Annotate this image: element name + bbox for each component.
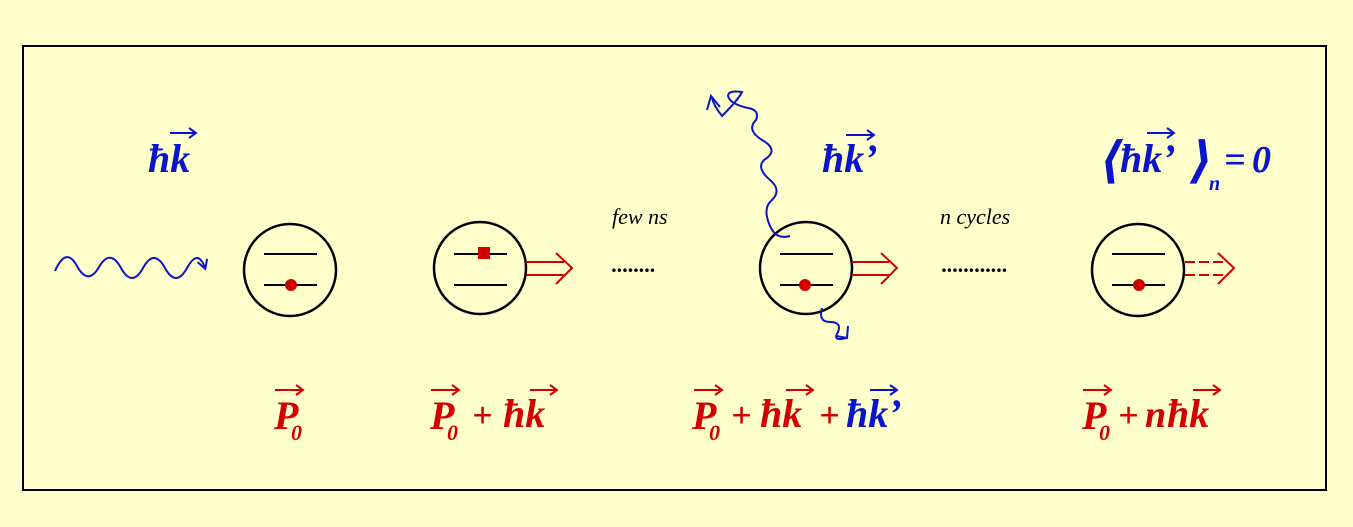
- atom-3-electron: [799, 279, 811, 291]
- atom-2-electron: [478, 247, 490, 259]
- atom-2-circle: [432, 220, 528, 316]
- p0-symbol: P: [1081, 393, 1107, 438]
- hk-prime-term: ħk’: [846, 391, 902, 436]
- p0-symbol: P: [273, 393, 299, 438]
- atom-2: [432, 220, 574, 316]
- average-open-bracket: ⟨: [1100, 132, 1124, 188]
- atom-4-electron: [1133, 279, 1145, 291]
- atom-1-electron: [285, 279, 297, 291]
- plus-sign-1: +: [731, 395, 752, 435]
- momentum-label-4: P 0 + n ħk: [1081, 384, 1222, 445]
- atom-1-circle: [242, 222, 338, 318]
- plus-sign-2: +: [819, 395, 840, 435]
- atom-4-recoil-arrow: [1185, 252, 1236, 285]
- dots-right: ............: [942, 252, 1008, 277]
- emitted-photon-label: ħk’: [822, 129, 878, 181]
- average-subscript: n: [1209, 173, 1220, 195]
- p0-symbol: P: [691, 393, 717, 438]
- momentum-label-2: P 0 + ħk: [429, 384, 559, 445]
- plus-sign: +: [1118, 395, 1139, 435]
- atom-4: [1090, 222, 1236, 318]
- emitted-photon-wave-down: [820, 307, 847, 341]
- average-momentum-label: ⟨ ħk’ ⟩ n = 0: [1100, 127, 1271, 195]
- emitted-photon-text: ħk’: [822, 136, 878, 181]
- vector-arrow-head: [188, 127, 198, 139]
- atom-3-recoil-arrow: [852, 252, 899, 285]
- emitted-photon-wave-up: [711, 90, 791, 238]
- n-cycles-note: n cycles: [940, 204, 1010, 229]
- average-body: ħk’: [1120, 136, 1176, 181]
- atom-2-recoil-arrow: [526, 252, 574, 285]
- average-close-bracket: ⟩: [1189, 132, 1213, 188]
- atom-3-circle: [758, 220, 854, 316]
- momentum-label-1: P 0: [273, 384, 305, 445]
- hk-term: ħk: [760, 391, 802, 436]
- incoming-photon-label: ħk: [148, 127, 198, 181]
- atom-1: [242, 222, 338, 318]
- incoming-photon-text: ħk: [148, 136, 190, 181]
- n-factor: n: [1145, 394, 1166, 436]
- p0-subscript: 0: [709, 420, 720, 445]
- hk-term: ħk: [503, 391, 545, 436]
- average-equals: =: [1224, 139, 1246, 181]
- plus-sign: +: [472, 395, 493, 435]
- few-ns-note: few ns: [612, 204, 668, 229]
- dots-left: ........: [612, 252, 656, 277]
- incoming-photon-wave: [54, 256, 205, 279]
- atom-3: [706, 90, 899, 341]
- hk-term: ħk: [1167, 391, 1209, 436]
- atom-4-circle: [1090, 222, 1186, 318]
- p0-subscript: 0: [291, 420, 302, 445]
- momentum-label-3: P 0 + ħk + ħk’: [691, 384, 902, 445]
- p0-subscript: 0: [1099, 420, 1110, 445]
- average-value: 0: [1252, 139, 1271, 181]
- p0-symbol: P: [429, 393, 455, 438]
- p0-subscript: 0: [447, 420, 458, 445]
- diagram-frame: [22, 45, 1327, 491]
